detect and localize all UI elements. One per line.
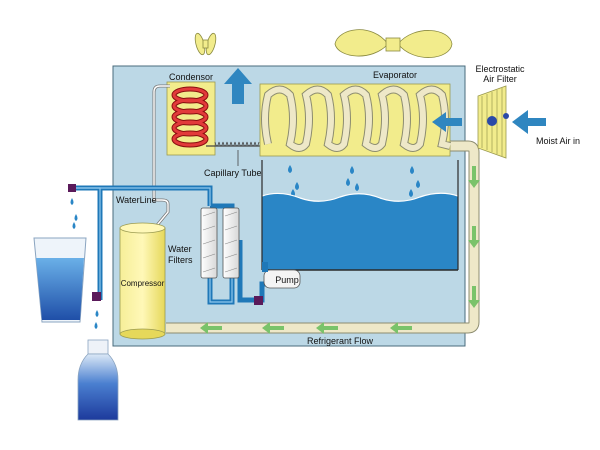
evaporator	[259, 83, 451, 157]
water-filters	[200, 207, 240, 279]
water-drips-glass	[70, 198, 78, 229]
compressor	[119, 222, 166, 340]
condensor-label: Condensor	[169, 72, 213, 82]
small-fan-icon	[194, 32, 217, 56]
water-line-label: WaterLine	[116, 195, 157, 205]
moist-air-in-label: Moist Air in	[536, 136, 580, 146]
large-fan-icon	[334, 29, 453, 58]
pump	[262, 262, 301, 289]
valve-lower-icon	[92, 292, 101, 301]
capillary-tube	[206, 141, 262, 147]
water-bottle	[77, 339, 119, 421]
electrostatic-filter-label-line1: Electrostatic	[475, 64, 525, 74]
water-drips-bottle	[94, 310, 99, 329]
water-tank	[261, 160, 459, 271]
pump-label: Pump	[275, 275, 299, 285]
refrigerant-flow-arrows	[200, 166, 480, 334]
water-filters-label-line2: Filters	[168, 255, 193, 265]
condensor	[166, 81, 216, 156]
air-into-evaporator-arrow-icon	[432, 112, 462, 132]
capillary-tube-label: Capillary Tube	[204, 168, 262, 178]
compressor-label: Compressor	[121, 279, 165, 288]
water-line-pipe-highlights	[70, 187, 233, 303]
hot-air-up-arrow-icon	[224, 68, 252, 104]
valve-left-icon	[68, 184, 76, 192]
evaporator-label: Evaporator	[373, 70, 417, 80]
valve-pump-icon	[254, 296, 263, 305]
water-glass	[33, 237, 87, 323]
electrostatic-filter-label-line2: Air Filter	[483, 74, 517, 84]
water-filters-label-line1: Water	[168, 244, 192, 254]
refrigerant-flow-label: Refrigerant Flow	[307, 336, 374, 346]
moist-air-arrow-icon	[512, 110, 546, 134]
electrostatic-filter	[477, 85, 509, 159]
